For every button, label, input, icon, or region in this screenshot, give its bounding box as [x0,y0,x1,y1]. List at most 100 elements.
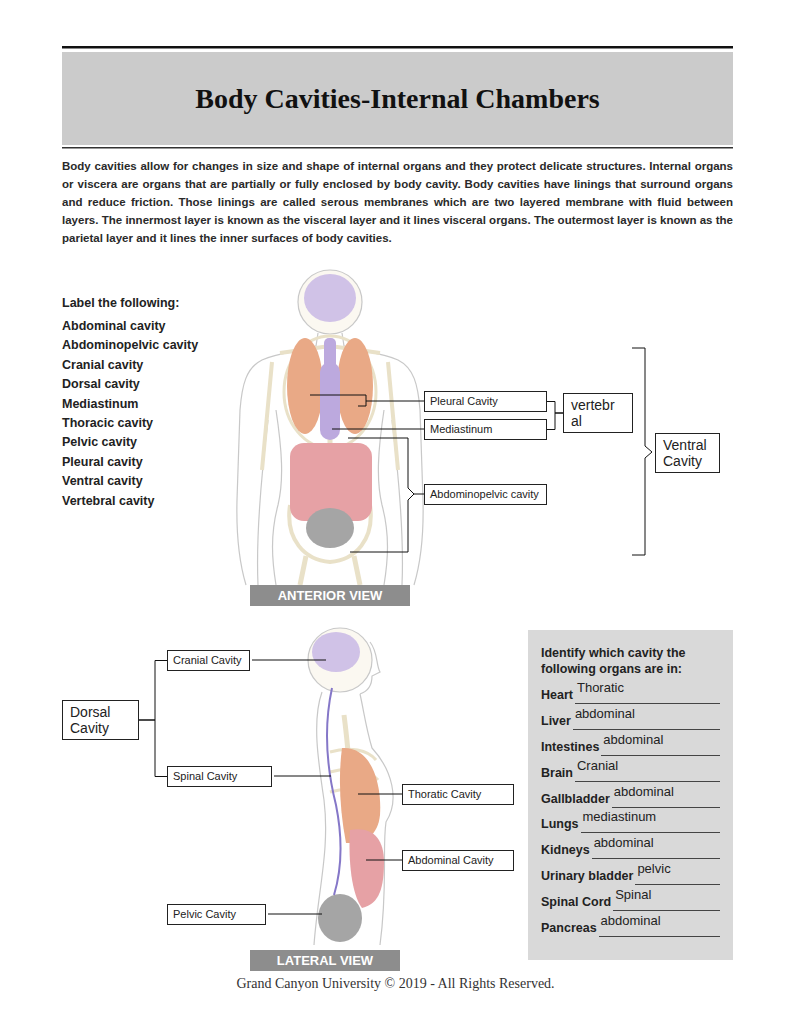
answer-line [599,936,720,937]
answer-box: Ventral Cavity [655,433,720,473]
organ-name: Pancreas [541,921,597,936]
organ-name: Intestines [541,740,599,755]
answer-line [573,729,720,730]
organ-name: Gallbladder [541,792,610,807]
box-text: Pelvic Cavity [173,908,260,921]
femur [300,556,360,585]
answer-text: Spinal [615,887,651,902]
anterior-figure [237,270,423,585]
thoracic-region [340,748,380,843]
box-text: Abdominopelvic cavity [430,488,541,501]
label-box: Spinal Cavity [167,766,272,787]
organ-name: Kidneys [541,843,590,858]
face-profile [360,642,380,694]
panel-heading: Identify which cavity the following orga… [541,645,713,677]
list-heading: Label the following: [62,296,179,310]
label-box: Pleural Cavity [424,391,547,412]
pleural-region [337,338,373,434]
box-text: Abdominal Cavity [408,854,508,867]
view-title: ANTERIOR VIEW [250,585,410,606]
answer-line [592,858,720,859]
view-band: ANTERIOR VIEW [250,585,410,606]
term-item: Cranial cavity [62,358,143,372]
label-box: Abdominal Cavity [402,850,514,871]
intro-paragraph: Body cavities allow for changes in size … [62,157,733,247]
spinal-cord [327,688,340,895]
organ-name: Spinal Cord [541,895,611,910]
pelvic-region [318,894,362,942]
answer-line [612,807,720,808]
label-box: Mediastinum [424,419,547,440]
leader-line [332,429,424,430]
lateral-figure [308,628,393,945]
box-text: Pleural Cavity [430,395,541,408]
answer-text: abdominal [575,706,635,721]
term-item: Dorsal cavity [62,377,140,391]
term-item: Pleural cavity [62,455,143,469]
header-rule [62,147,733,149]
pelvic-region [306,508,354,548]
bracket [632,348,652,555]
mediastinum-region [320,362,340,440]
abdominal-region [350,829,385,908]
leader-line [310,395,424,406]
box-text: Cranial Cavity [173,654,244,667]
box-text: Mediastinum [430,423,541,436]
box-text: Thoratic Cavity [408,788,508,801]
view-band: LATERAL VIEW [250,950,400,971]
leader-line [252,660,326,661]
organ-name: Heart [541,688,573,703]
answer-text: abdominal [601,913,661,928]
cranial-region [304,274,356,322]
leader-line [358,794,402,795]
label-box: Pelvic Cavity [167,904,266,925]
organ-name: Liver [541,714,571,729]
label-box: Thoratic Cavity [402,784,514,805]
question-panel: Identify which cavity the following orga… [528,630,733,960]
answer-text: pelvic [637,861,670,876]
box-text: Spinal Cavity [173,770,266,783]
title-band [62,52,733,145]
term-item: Mediastinum [62,397,138,411]
term-item: Vertebral cavity [62,494,154,508]
copyright-caption: Grand Canyon University © 2019 - All Rig… [0,976,791,992]
answer-text: abdominal [594,835,654,850]
term-item: Pelvic cavity [62,435,137,449]
answer-line [601,755,720,756]
head-outline [298,270,362,334]
leader-line [366,860,402,861]
answer-line [581,832,721,833]
bracket-connector [547,402,563,414]
answer-line [575,781,720,782]
box-text: Ventral Cavity [663,437,712,469]
pleural-region [287,338,323,434]
answer-line [613,910,720,911]
bracket-connector [547,413,563,430]
bracket [348,438,424,552]
answer-text: Thoratic [577,680,624,695]
term-item: Abdominopelvic cavity [62,338,198,352]
ribcage [284,336,376,448]
organ-name: Urinary bladder [541,869,633,884]
answer-text: abdominal [603,732,663,747]
answer-text: mediastinum [583,809,657,824]
torso-outline [273,410,282,585]
box-text: vertebr al [571,397,625,429]
answer-line [635,884,720,885]
organ-name: Brain [541,766,573,781]
view-title: LATERAL VIEW [250,950,400,971]
term-item: Abdominal cavity [62,319,166,333]
torso-outline [378,410,387,585]
answer-box: Dorsal Cavity [62,700,139,740]
header-rule [62,46,733,49]
term-item: Ventral cavity [62,474,143,488]
organ-name: Lungs [541,817,579,832]
leader-line [268,914,322,915]
answer-text: abdominal [614,784,674,799]
leader-line [274,776,331,777]
bracket-connector [139,661,167,721]
answer-line [575,703,720,704]
cranial-region [312,632,360,672]
answer-box: vertebr al [563,393,633,433]
page-title: Body Cavities-Internal Chambers [62,52,733,145]
